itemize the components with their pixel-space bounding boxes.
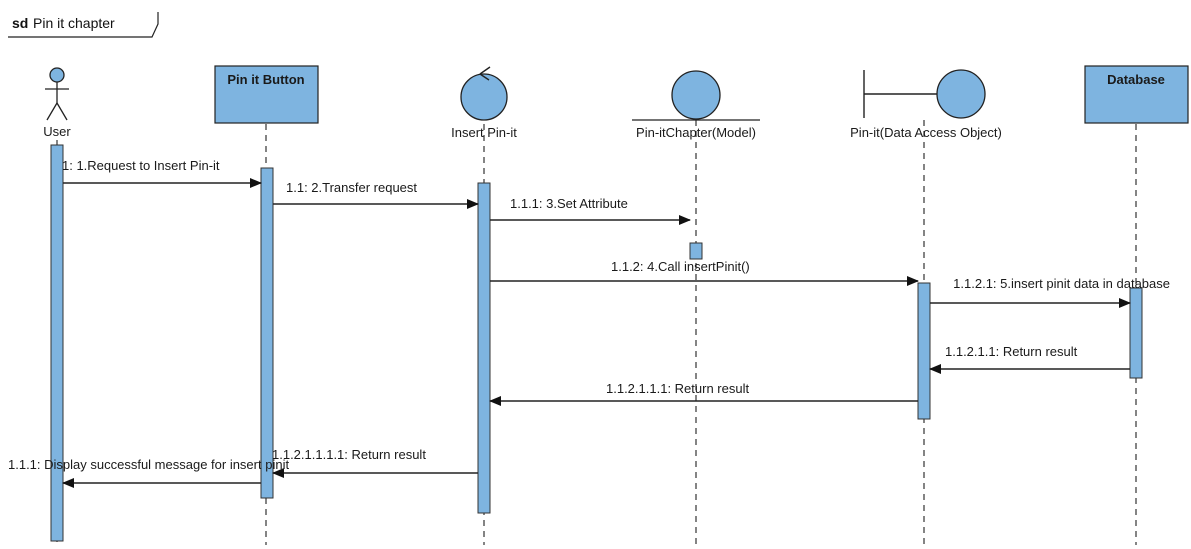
msg1-label: 1: 1.Request to Insert Pin-it <box>62 158 220 173</box>
entity-icon <box>632 70 760 121</box>
user-actor-icon <box>45 67 69 121</box>
frame-title: Pin it chapter <box>33 15 115 31</box>
lifeline-lines <box>56 120 1137 545</box>
control-icon <box>460 66 508 121</box>
button-box <box>214 65 319 124</box>
database-box <box>1084 65 1189 124</box>
button-activation <box>260 167 274 499</box>
message-arrows <box>62 178 1131 488</box>
user-label: User <box>43 124 71 139</box>
database-activation <box>1129 287 1143 379</box>
msg5-label: 1.1.2.1: 5.insert pinit data in database <box>953 276 1170 291</box>
button-label: Pin it Button <box>227 72 304 87</box>
dao-label: Pin-it(Data Access Object) <box>850 125 1002 140</box>
dao-boundary-icon <box>863 69 986 119</box>
return1-label: 1.1.2.1.1: Return result <box>945 344 1078 359</box>
frame-header: sd Pin it chapter <box>8 12 159 38</box>
msg2-label: 1.1: 2.Transfer request <box>286 180 417 195</box>
dao-activation <box>917 282 931 420</box>
control-activation <box>477 182 491 514</box>
activation-bars <box>50 144 1143 542</box>
return2-label: 1.1.2.1.1.1: Return result <box>606 381 749 396</box>
frame-keyword: sd <box>12 15 28 31</box>
return3-label: 1.1.2.1.1.1.1: Return result <box>272 447 426 462</box>
entity-label: Pin-itChapter(Model) <box>636 125 756 140</box>
msg3-label: 1.1.1: 3.Set Attribute <box>510 196 628 211</box>
entity-activation <box>689 242 703 260</box>
database-label: Database <box>1107 72 1165 87</box>
return4-label: 1.1.1: Display successful message for in… <box>8 457 289 472</box>
user-activation <box>50 144 64 542</box>
msg4-label: 1.1.2: 4.Call insertPinit() <box>611 259 750 274</box>
control-label: Insert Pin-it <box>451 125 517 140</box>
